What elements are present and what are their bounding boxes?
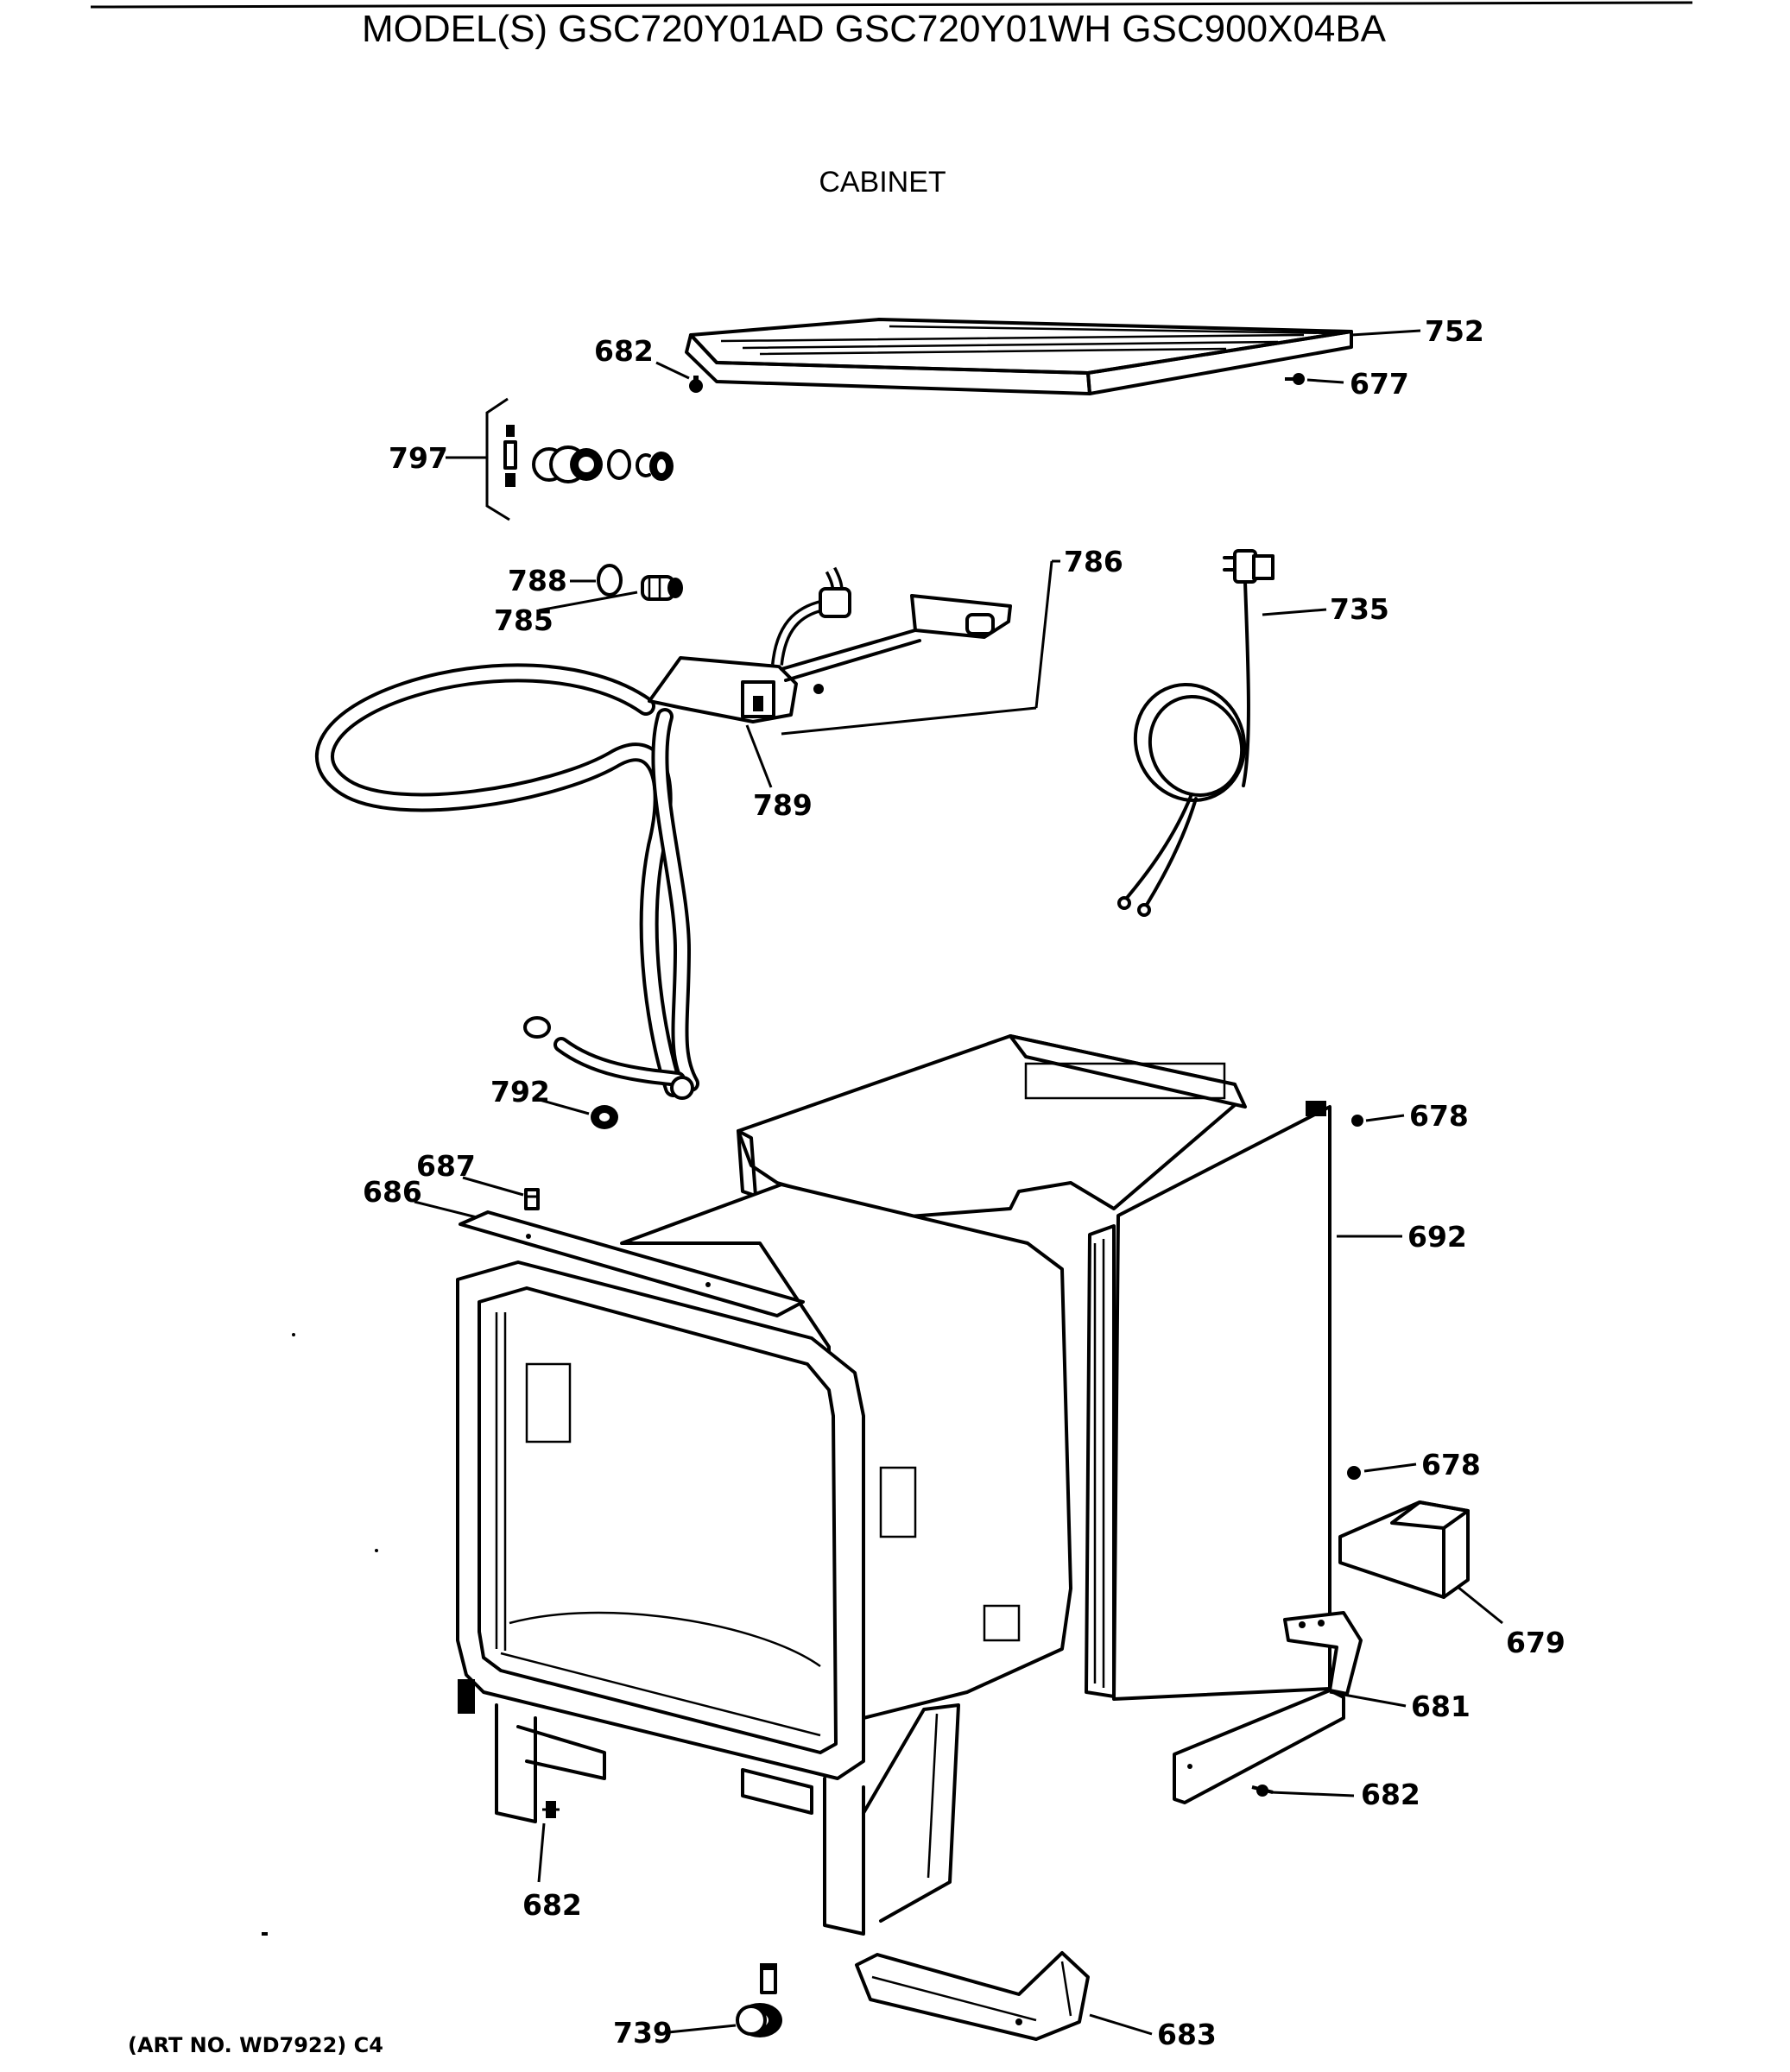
section-title: CABINET xyxy=(819,166,946,199)
callout-678-mid: 678 xyxy=(1421,1448,1481,1481)
power-cord-part xyxy=(1117,549,1275,917)
leveling-leg-part xyxy=(736,1963,782,2037)
callout-788: 788 xyxy=(508,564,567,597)
screw-icon xyxy=(542,1801,560,1818)
callout-682-right: 682 xyxy=(1361,1778,1420,1811)
scan-speck xyxy=(262,1932,268,1936)
callout-739: 739 xyxy=(613,2016,673,2050)
callout-686: 686 xyxy=(363,1175,422,1209)
callout-682-top: 682 xyxy=(594,334,654,368)
model-line: MODEL(S) GSC720Y01AD GSC720Y01WH GSC900X… xyxy=(362,8,1387,50)
screw-icon xyxy=(1251,1785,1274,1797)
callout-681: 681 xyxy=(1411,1690,1471,1723)
scan-speck xyxy=(292,1333,295,1336)
callout-785: 785 xyxy=(494,603,553,637)
art-number: (ART NO. WD7922) C4 xyxy=(128,2033,383,2057)
callout-789: 789 xyxy=(753,788,813,822)
callout-679: 679 xyxy=(1506,1626,1565,1659)
fitting-kit-part xyxy=(503,425,674,487)
bracket-797 xyxy=(485,397,510,521)
callout-692: 692 xyxy=(1407,1220,1467,1254)
grommet-part xyxy=(591,1105,618,1129)
callout-752: 752 xyxy=(1425,314,1484,348)
mounting-bracket-part xyxy=(459,1210,805,1317)
ring-part xyxy=(597,564,623,597)
screw-icon xyxy=(524,1188,540,1210)
toe-bracket-part xyxy=(1173,1611,1363,1804)
screw-icon xyxy=(1351,1115,1363,1127)
callout-786: 786 xyxy=(1064,545,1123,578)
tub-part xyxy=(456,1183,1072,1936)
callout-677: 677 xyxy=(1350,367,1409,401)
callout-683: 683 xyxy=(1157,2018,1217,2051)
header-rule xyxy=(90,1,1693,9)
insulation-block-part xyxy=(1338,1500,1470,1599)
callout-687: 687 xyxy=(416,1149,476,1183)
screw-icon xyxy=(1285,373,1305,385)
screw-icon xyxy=(689,376,703,393)
fitting-part xyxy=(641,575,683,601)
side-panel-part xyxy=(737,1034,1331,1701)
callout-682-bottom: 682 xyxy=(522,1888,582,1922)
callout-678-top: 678 xyxy=(1409,1099,1469,1133)
callout-735: 735 xyxy=(1330,592,1389,626)
hose-assembly-part xyxy=(314,566,1012,1100)
callout-797: 797 xyxy=(389,441,448,475)
base-rail-part xyxy=(855,1951,1090,2041)
scan-speck xyxy=(375,1549,378,1552)
screw-icon xyxy=(1347,1466,1361,1480)
callout-792: 792 xyxy=(490,1075,550,1109)
top-panel-part xyxy=(685,318,1353,395)
